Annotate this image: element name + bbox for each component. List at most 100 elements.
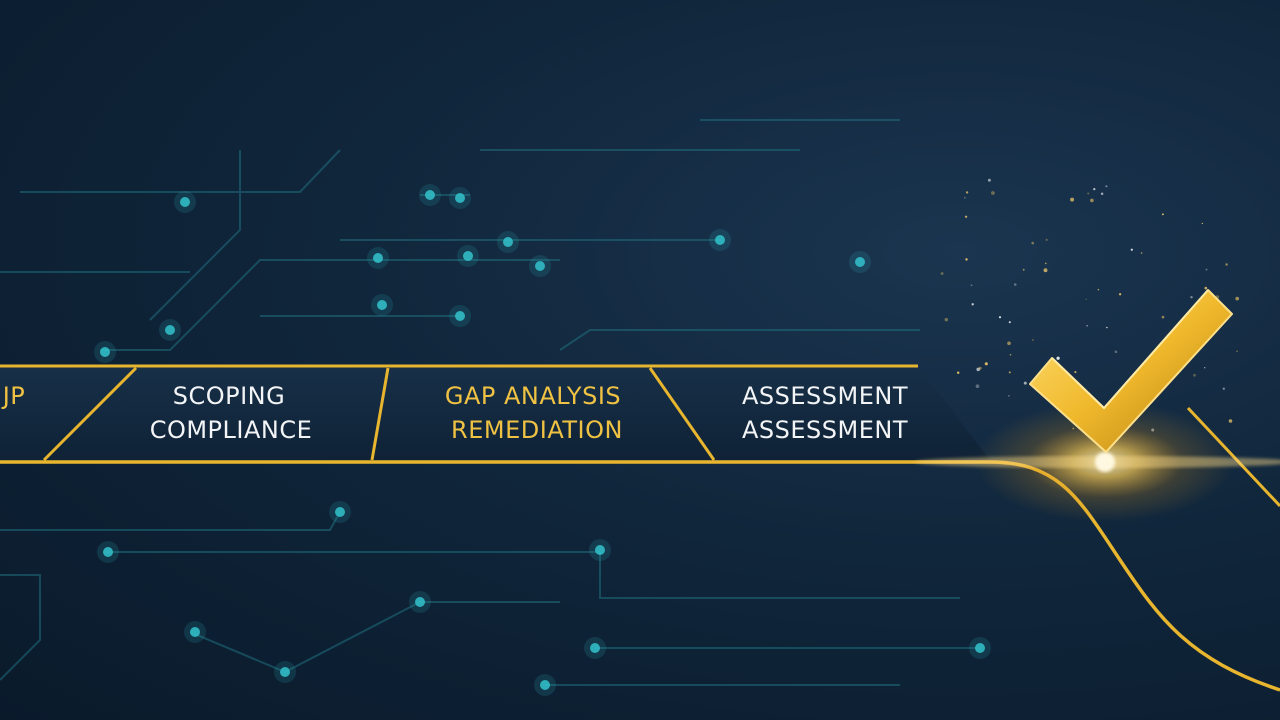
sparkle (1008, 371, 1011, 374)
circuit-node (190, 627, 200, 637)
segment-label-2-line-1: GAP ANALYSIS (445, 382, 621, 410)
sparkle (1100, 192, 1104, 195)
circuit-node (715, 235, 725, 245)
sparkle (1190, 295, 1193, 299)
circuit-trace (0, 574, 41, 681)
sparkle (1140, 252, 1143, 254)
sparkle (978, 366, 982, 370)
sparkle (1031, 241, 1035, 245)
sparkle (1008, 321, 1011, 324)
circuit-node (590, 643, 600, 653)
circuit-node (455, 193, 465, 203)
circuit-node (425, 190, 435, 200)
circuit-node (103, 547, 113, 557)
segment-divider (648, 367, 716, 461)
sparkle (1105, 185, 1108, 188)
circuit-node (855, 257, 865, 267)
circuit-node (180, 197, 190, 207)
sparkle (1106, 326, 1108, 329)
sparkle (975, 384, 980, 389)
segment-label-2-line-2: REMEDIATION (451, 416, 623, 444)
circuit-trace (559, 329, 920, 351)
sparkle (1201, 222, 1203, 225)
sparkle (1161, 213, 1164, 216)
sparkle (1235, 296, 1240, 301)
circuit-node (503, 237, 513, 247)
circuit-node (335, 507, 345, 517)
segment-label-0-line-1: JP (1, 382, 26, 410)
banner-segment: JP (1, 382, 26, 410)
sparkle (965, 191, 969, 194)
segment-label-1-line-1: SCOPING (173, 382, 285, 410)
sparkle (1114, 350, 1118, 354)
circuit-node (463, 251, 473, 261)
circuit-trace (189, 601, 560, 674)
segment-divider (370, 367, 390, 461)
circuit-pattern (0, 119, 980, 686)
sparkle (976, 367, 980, 372)
sparkle (1008, 395, 1010, 397)
circuit-trace (0, 511, 341, 531)
circuit-trace (599, 552, 960, 599)
sparkle (970, 284, 973, 287)
sparkle (998, 316, 1002, 319)
sparkle (1097, 288, 1100, 291)
sparkle (1086, 325, 1088, 327)
checkmark-icon (1029, 289, 1233, 453)
sparkle (1161, 315, 1165, 319)
sparkle (965, 258, 968, 261)
sparkle (1007, 341, 1011, 346)
circuit-trace (20, 149, 341, 193)
circuit-node (535, 261, 545, 271)
sparkle (990, 191, 995, 195)
sparkle (1043, 268, 1048, 273)
circuit-node (280, 667, 290, 677)
sparkle (1032, 339, 1034, 341)
sparkle (1070, 197, 1075, 202)
sparkle (987, 178, 991, 182)
sparkle (1022, 268, 1025, 271)
banner-segment: GAP ANALYSIS REMEDIATION (445, 382, 623, 444)
sparkle (1085, 298, 1087, 300)
segment-label-3-line-2: ASSESSMENT (742, 416, 908, 444)
circuit-node (100, 347, 110, 357)
sparkle (1204, 367, 1206, 369)
sparkle (1118, 293, 1122, 296)
sparkle (1013, 283, 1017, 286)
sparkle (1045, 238, 1048, 241)
sparkle (1044, 262, 1047, 265)
sparkle (1090, 198, 1094, 203)
circuit-node (595, 545, 605, 555)
sparkle (1056, 356, 1060, 360)
sparkle (1225, 263, 1228, 266)
sparkle (1009, 353, 1012, 356)
sparkle (1228, 419, 1233, 423)
sparkle (971, 303, 974, 306)
sparkle (964, 215, 968, 218)
sparkle (1074, 371, 1077, 374)
sparkle-particles (940, 178, 1240, 432)
segment-label-1-line-2: COMPLIANCE (150, 416, 313, 444)
circuit-node (373, 253, 383, 263)
sparkle (1236, 350, 1238, 353)
circuit-node (415, 597, 425, 607)
circuit-node (377, 300, 387, 310)
segment-divider (42, 366, 138, 462)
sparkle (1193, 373, 1196, 377)
circuit-nodes (94, 184, 991, 696)
sparkle (940, 272, 944, 275)
sparkle (1130, 248, 1133, 251)
sparkle (1204, 286, 1208, 290)
sparkle (944, 317, 949, 322)
sparkle (984, 362, 988, 366)
sparkle (1093, 187, 1096, 191)
banner-segment: SCOPING COMPLIANCE (150, 382, 313, 444)
circuit-node (165, 325, 175, 335)
banner-band (0, 366, 990, 460)
glow-flare (915, 402, 1280, 522)
circuit-trace (100, 259, 560, 351)
sparkle (956, 371, 960, 375)
segment-label-3-line-1: ASSESSMENT (742, 382, 908, 410)
sparkle (1023, 381, 1027, 385)
